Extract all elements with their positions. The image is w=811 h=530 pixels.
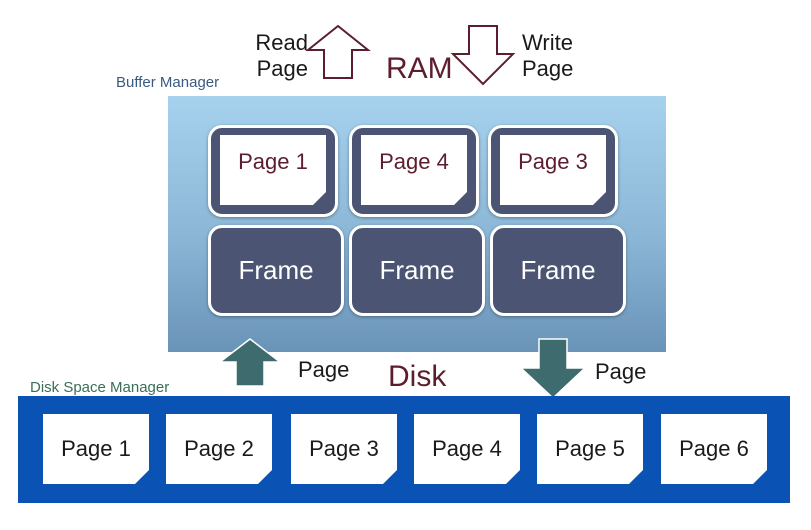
disk-space-manager-label: Disk Space Manager [30,379,170,396]
buffer-pool: Page 1 Page 4 Page 3 Frame Frame Frame [168,96,666,352]
disk-title: Disk [388,360,447,393]
write-page-label: Write Page [522,30,574,81]
disk-page-1[interactable]: Page 1 [43,414,149,484]
buffer-page-slot-1[interactable]: Page 1 [208,125,338,217]
load-page-arrow-icon [217,338,283,387]
disk-page-6[interactable]: Page 6 [661,414,767,484]
buffer-page-slot-3[interactable]: Page 3 [488,125,618,217]
load-page-label: Page [298,357,350,382]
frame-3[interactable]: Frame [490,225,626,316]
buffer-page-slot-2[interactable]: Page 4 [349,125,479,217]
page-icon: Page 1 [220,135,326,205]
disk-storage: Page 1 Page 2 Page 3 Page 4 Page 5 Page … [18,396,790,503]
ram-title: RAM [386,52,453,85]
write-page-arrow-icon [450,25,516,86]
page-icon: Page 3 [500,135,606,205]
frame-1[interactable]: Frame [208,225,344,316]
frame-2[interactable]: Frame [349,225,485,316]
disk-page-5[interactable]: Page 5 [537,414,643,484]
read-page-label: Read Page [255,30,308,81]
read-page-arrow-icon [305,24,371,79]
evict-page-label: Page [595,359,647,384]
disk-page-2[interactable]: Page 2 [166,414,272,484]
page-icon: Page 4 [361,135,467,205]
buffer-manager-label: Buffer Manager [116,74,220,91]
evict-page-arrow-icon [519,338,587,400]
disk-page-4[interactable]: Page 4 [414,414,520,484]
disk-page-3[interactable]: Page 3 [291,414,397,484]
